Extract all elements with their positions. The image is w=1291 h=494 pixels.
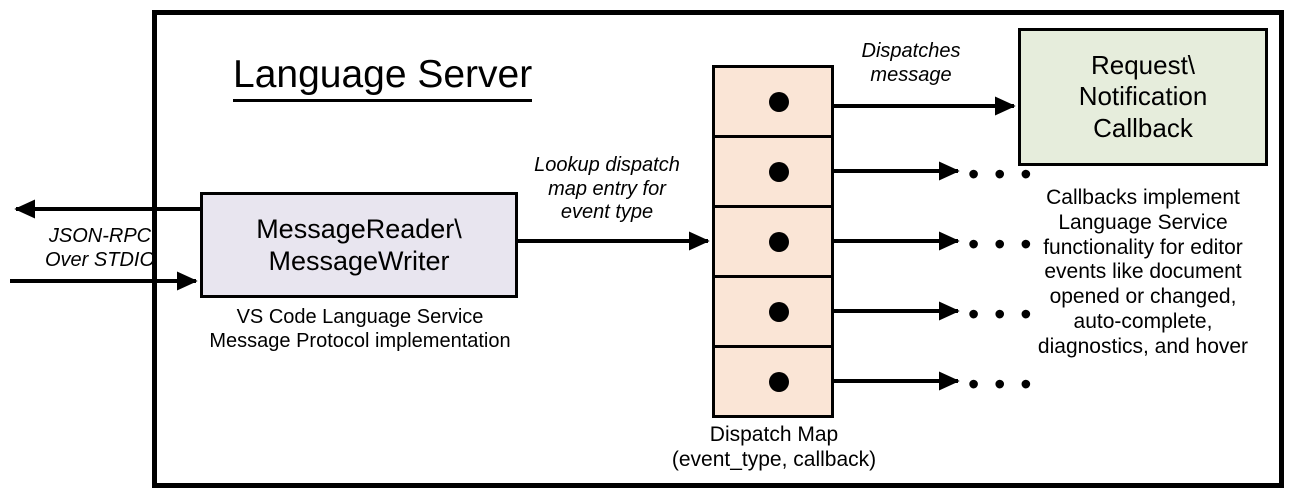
callbacks-description-caption: Callbacks implement Language Service fun… bbox=[1037, 186, 1249, 358]
dispatch-map-row-2[interactable] bbox=[715, 138, 831, 208]
request-notification-callback-box[interactable]: Request\ Notification Callback bbox=[1018, 28, 1268, 166]
ellipsis-row-2: • • • bbox=[968, 156, 1035, 192]
dispatch-entry-dot-icon bbox=[769, 371, 789, 392]
ellipsis-row-5: • • • bbox=[968, 366, 1035, 402]
dispatch-entry-dot-icon bbox=[769, 231, 789, 252]
dispatch-map-row-1[interactable] bbox=[715, 68, 831, 138]
dispatch-entry-dot-icon bbox=[769, 91, 789, 112]
dispatch-map-row-3[interactable] bbox=[715, 208, 831, 278]
page-title-text: Language Server bbox=[233, 53, 533, 102]
dispatch-entry-dot-icon bbox=[769, 161, 789, 182]
message-reader-writer-caption: VS Code Language Service Message Protoco… bbox=[209, 306, 511, 352]
dispatch-map-caption: Dispatch Map (event_type, callback) bbox=[671, 423, 877, 471]
dispatch-entry-dot-icon bbox=[769, 301, 789, 322]
ellipsis-row-3: • • • bbox=[968, 226, 1035, 262]
arrow-label-dispatches-message: Dispatches message bbox=[861, 40, 961, 86]
page-title: Language Server bbox=[233, 52, 573, 102]
ellipsis-row-4: • • • bbox=[968, 296, 1035, 332]
arrow-label-jsonrpc: JSON-RPC Over STDIO bbox=[44, 225, 155, 271]
message-reader-writer-label: MessageReader\ MessageWriter bbox=[256, 213, 462, 276]
dispatch-map-table[interactable] bbox=[712, 65, 834, 418]
request-notification-callback-label: Request\ Notification Callback bbox=[1078, 50, 1208, 143]
arrow-label-lookup-dispatch: Lookup dispatch map entry for event type bbox=[534, 154, 680, 224]
message-reader-writer-box[interactable]: MessageReader\ MessageWriter bbox=[200, 192, 518, 298]
dispatch-map-row-4[interactable] bbox=[715, 278, 831, 348]
dispatch-map-row-5[interactable] bbox=[715, 348, 831, 415]
